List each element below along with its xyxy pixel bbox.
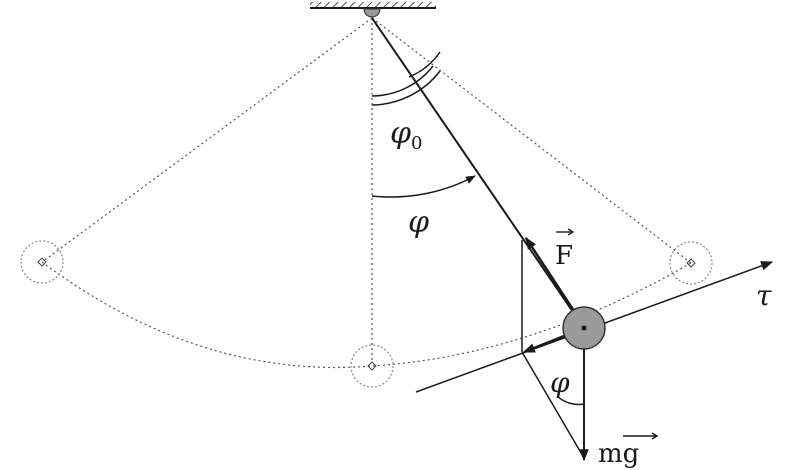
phi-bottom-label: φ [550,366,570,399]
ghost-bobs [20,240,713,388]
right-ghost-bob [669,241,713,285]
pendulum-string [371,17,585,329]
force-label-text: F [555,241,573,271]
pivot-point [363,8,381,18]
phi-bottom-arc [556,395,585,406]
left-ghost-bob [20,240,64,284]
phi0-arc-middle [371,70,441,106]
weight-label: mg [598,432,659,469]
weight-label-text: mg [598,439,639,469]
triangle-hypotenuse [521,351,585,459]
left-extreme-string [41,17,373,263]
tension-force-arrow [524,236,578,315]
phi-label: φ [408,205,429,240]
bottom-ghost-center [367,361,377,371]
bottom-ghost-bob [350,344,394,388]
force-label: F [555,228,575,271]
bob-center [581,325,587,331]
phi0-arc-outer [408,51,441,78]
force-vector-tip [567,228,575,236]
angle-arcs [371,51,585,406]
tangent-label: τ [756,279,772,312]
phi0-arc-inner [371,65,434,97]
force-triangle [521,240,585,459]
weight-vector-tip [651,432,659,440]
left-ghost-center [37,257,47,267]
ceiling-hatch [310,2,436,8]
right-ghost-center [686,258,696,268]
right-extreme-string [371,17,692,264]
phi0-label: φ0 [390,116,422,154]
ceiling-support [310,2,436,18]
ghost-bob-centers [37,257,696,371]
phi-arc [371,175,476,198]
